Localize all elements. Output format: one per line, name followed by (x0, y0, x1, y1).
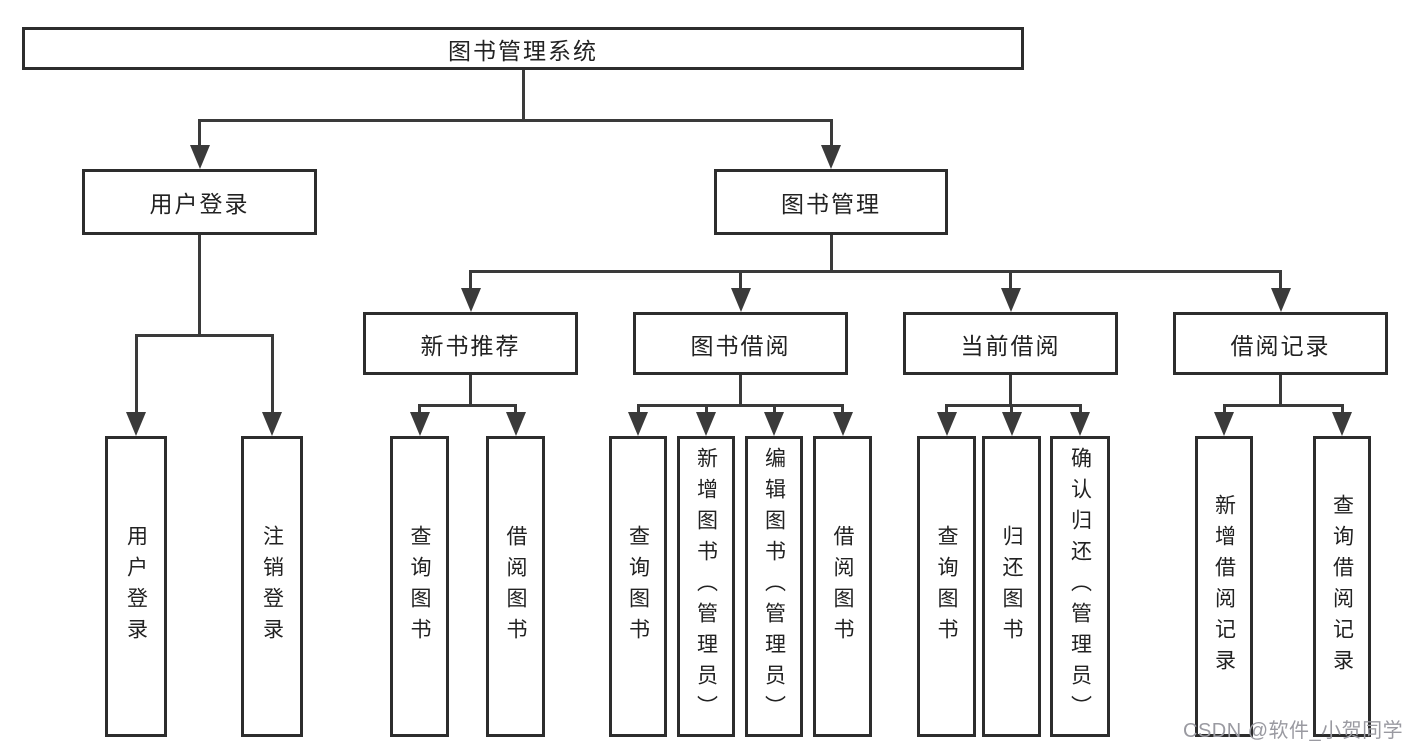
node-label: 注销登录 (260, 524, 284, 649)
node-leaf-bb-edit: 编辑图书（管理员） (745, 436, 803, 737)
connector-line (198, 234, 201, 335)
node-label: 查询图书 (935, 524, 958, 649)
node-label: 借阅记录 (1230, 332, 1331, 359)
node-leaf-cb-query: 查询图书 (917, 436, 976, 737)
connector-line (945, 403, 1082, 407)
node-label: 新增图书（管理员） (694, 447, 718, 726)
arrow-down-icon (628, 412, 648, 436)
connector-line (134, 333, 274, 337)
connector-line (418, 403, 517, 407)
arrow-down-icon (262, 412, 282, 436)
node-leaf-bb-borrow: 借阅图书 (813, 436, 872, 737)
connector-line (198, 120, 201, 148)
node-leaf-bb-add: 新增图书（管理员） (677, 436, 735, 737)
arrow-down-icon (1001, 412, 1022, 436)
node-user-login: 用户登录 (82, 169, 317, 235)
connector-line (514, 405, 517, 415)
node-label: 用户登录 (124, 524, 148, 649)
node-book-borrow: 图书借阅 (633, 312, 848, 375)
node-book-mgmt: 图书管理 (714, 169, 948, 235)
connector-line (134, 335, 138, 415)
csdn-watermark: CSDN @软件_小贺同学 (1183, 720, 1404, 742)
connector-line (1279, 374, 1282, 405)
node-leaf-cb-confirm: 确认归还（管理员） (1050, 436, 1110, 737)
connector-line (469, 271, 472, 291)
node-leaf-cb-return: 归还图书 (982, 436, 1041, 737)
arrow-down-icon (832, 412, 853, 436)
node-leaf-br-query: 查询借阅记录 (1313, 436, 1371, 737)
connector-line (1279, 271, 1282, 291)
arrow-down-icon (730, 288, 751, 312)
node-label: 借阅图书 (504, 524, 527, 649)
node-leaf-logout: 注销登录 (241, 436, 303, 737)
connector-line (1222, 403, 1344, 407)
node-label: 查询图书 (408, 524, 431, 649)
connector-line (1009, 271, 1012, 291)
node-new-book-rec: 新书推荐 (363, 312, 578, 375)
node-borrow-records: 借阅记录 (1173, 312, 1388, 375)
node-leaf-br-add: 新增借阅记录 (1195, 436, 1253, 737)
node-root: 图书管理系统 (22, 27, 1024, 70)
connector-line (636, 403, 844, 407)
connector-line (772, 405, 776, 415)
connector-line (521, 69, 525, 120)
arrow-down-icon (696, 412, 716, 436)
connector-line (198, 118, 833, 122)
node-label: 查询借阅记录 (1330, 493, 1354, 680)
node-label: 新书推荐 (420, 332, 521, 359)
node-label: 图书借阅 (690, 332, 791, 359)
connector-line (469, 374, 472, 405)
arrow-down-icon (1070, 412, 1090, 436)
node-label: 新增借阅记录 (1212, 493, 1236, 680)
connector-line (739, 271, 742, 291)
arrow-down-icon (821, 145, 841, 169)
connector-line (841, 405, 844, 415)
node-leaf-nb-borrow: 借阅图书 (486, 436, 545, 737)
connector-line (469, 269, 1282, 273)
arrow-down-icon (764, 412, 784, 436)
arrow-down-icon (189, 145, 210, 169)
arrow-down-icon (1214, 412, 1234, 436)
node-current-borrow: 当前借阅 (903, 312, 1118, 375)
arrow-down-icon (1332, 412, 1352, 436)
connector-line (739, 374, 742, 405)
node-label: 归还图书 (1000, 524, 1023, 649)
node-leaf-user-login: 用户登录 (105, 436, 167, 737)
arrow-down-icon (505, 412, 526, 436)
connector-line (829, 234, 833, 271)
connector-line (1222, 405, 1226, 415)
connector-line (829, 120, 833, 148)
connector-line (636, 405, 640, 415)
node-leaf-nb-query: 查询图书 (390, 436, 449, 737)
connector-line (270, 335, 274, 415)
connector-line (1010, 405, 1013, 415)
node-label: 用户登录 (149, 191, 250, 217)
arrow-down-icon (1270, 288, 1291, 312)
connector-line (1340, 405, 1344, 415)
connector-line (945, 405, 948, 415)
node-label: 图书管理 (781, 191, 881, 217)
connector-line (1009, 374, 1012, 405)
connector-line (704, 405, 708, 415)
arrow-down-icon (936, 412, 957, 436)
node-label: 当前借阅 (960, 332, 1061, 359)
node-label: 借阅图书 (831, 524, 854, 649)
arrow-down-icon (460, 288, 481, 312)
connector-line (1078, 405, 1082, 415)
arrow-down-icon (1000, 288, 1021, 312)
connector-line (418, 405, 421, 415)
arrow-down-icon (126, 412, 146, 436)
node-label: 查询图书 (626, 524, 650, 649)
arrow-down-icon (409, 412, 430, 436)
node-label: 编辑图书（管理员） (762, 447, 786, 726)
node-label: 确认归还（管理员） (1068, 447, 1092, 726)
node-leaf-bb-query: 查询图书 (609, 436, 667, 737)
node-label: 图书管理系统 (448, 37, 598, 64)
